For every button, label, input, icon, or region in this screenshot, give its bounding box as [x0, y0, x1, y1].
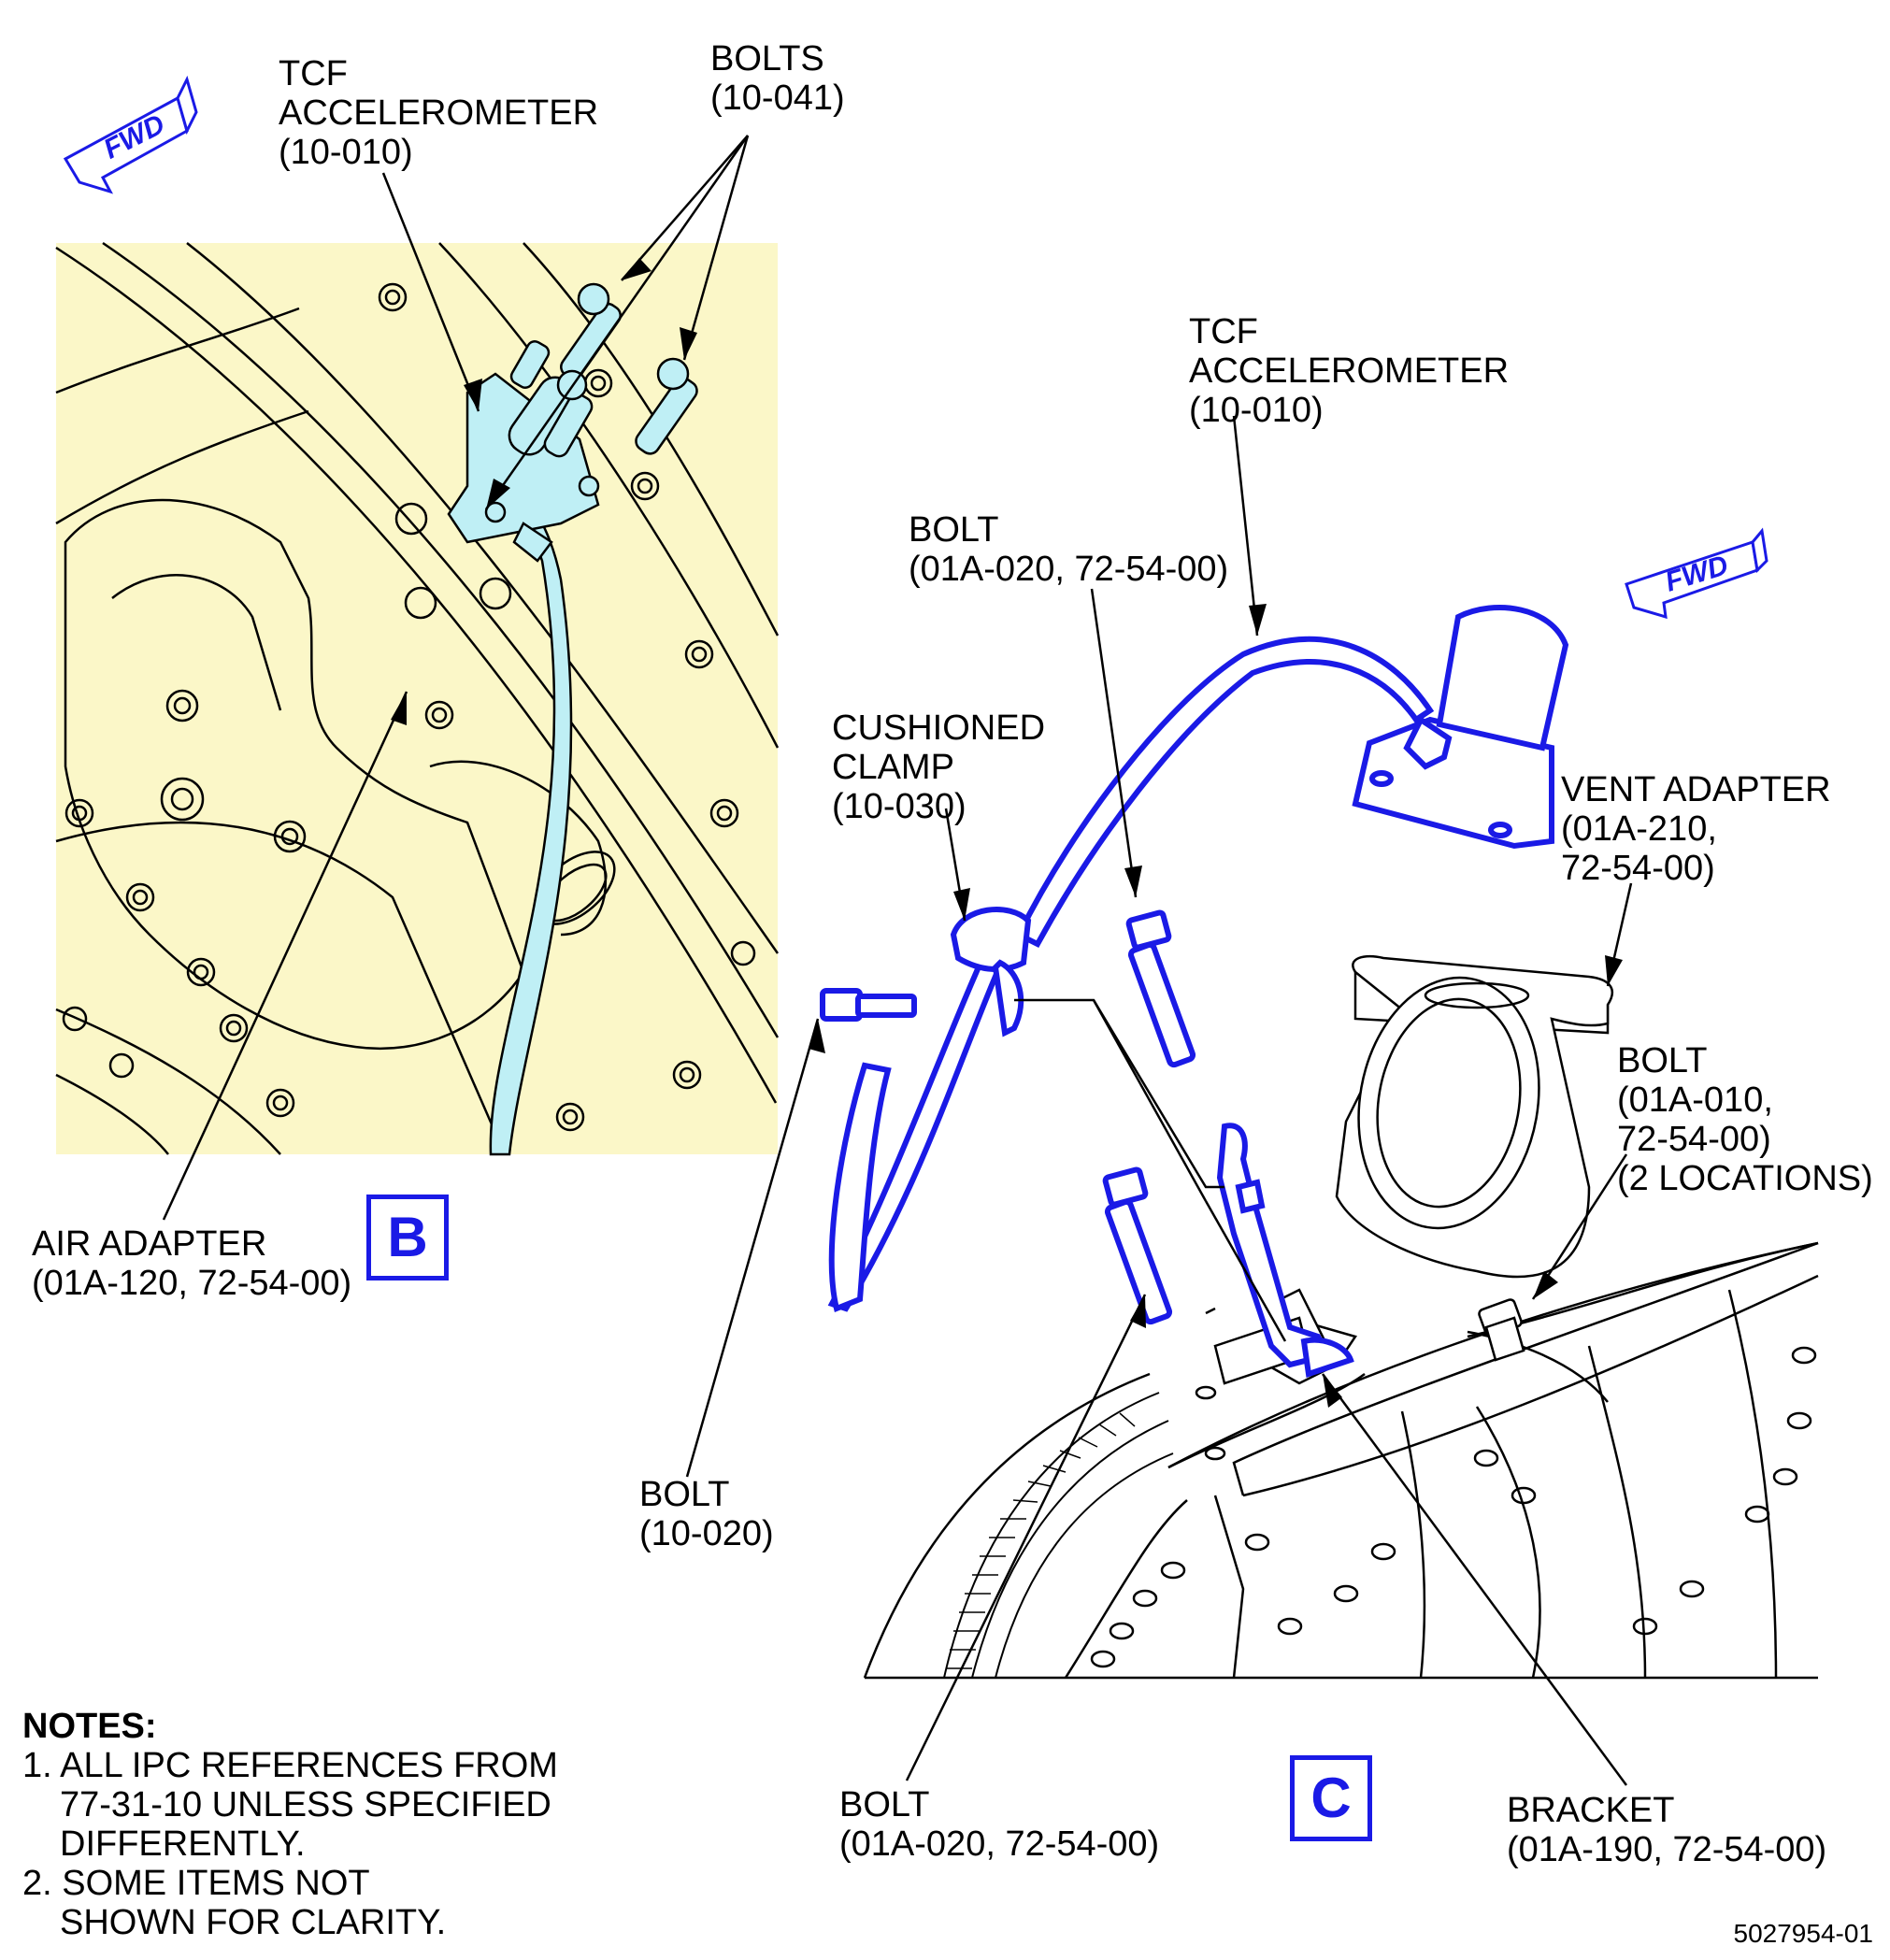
callout-line: (01A-010, [1617, 1080, 1773, 1120]
view-c-label: C [1290, 1755, 1372, 1841]
callout-b-air-adapter: AIR ADAPTER (01A-120, 72-54-00) [32, 1224, 351, 1303]
callout-line: BOLT [639, 1475, 730, 1514]
view-b-panel [55, 135, 780, 1221]
callout-b-bolts: BOLTS (10-041) [710, 39, 845, 118]
notes-title: NOTES: [22, 1707, 157, 1746]
view-c-arrowheads [809, 604, 1623, 1408]
callout-line: (2 LOCATIONS) [1617, 1159, 1873, 1198]
callout-line: BOLT [909, 510, 999, 550]
callout-c-vent-adapter: VENT ADAPTER (01A-210, 72-54-00) [1561, 770, 1831, 888]
view-b-background [56, 243, 778, 1154]
callout-line: (10-041) [710, 79, 845, 118]
view-b-label: B [366, 1195, 449, 1280]
callout-line: CLAMP [832, 748, 954, 787]
callout-line: BOLT [1617, 1041, 1708, 1080]
callout-c-bracket: BRACKET (01A-190, 72-54-00) [1507, 1791, 1826, 1869]
note-line: 77-31-10 UNLESS SPECIFIED [60, 1785, 551, 1824]
view-c-panel [685, 415, 1819, 1786]
note-1: 1. ALL IPC REFERENCES FROM 77-31-10 UNLE… [22, 1746, 558, 1864]
callout-line: (10-020) [639, 1514, 774, 1553]
callout-line: TCF [279, 54, 348, 93]
callout-c-tcf-accelerometer: TCF ACCELEROMETER (10-010) [1189, 312, 1509, 430]
callout-b-tcf-accelerometer: TCF ACCELEROMETER (10-010) [279, 54, 598, 172]
fwd-arrow-left: FWD [63, 75, 198, 194]
callout-line: (10-030) [832, 787, 966, 826]
callout-line: CUSHIONED [832, 708, 1046, 748]
callout-line: BOLT [839, 1785, 930, 1824]
callout-line: (01A-190, 72-54-00) [1507, 1830, 1827, 1869]
callout-line: 72-54-00) [1617, 1120, 1771, 1159]
callout-c-bolt-right: BOLT (01A-010, 72-54-00) (2 LOCATIONS) [1617, 1041, 1873, 1198]
callout-line: (01A-210, [1561, 809, 1717, 849]
note-line: DIFFERENTLY. [60, 1824, 306, 1864]
view-c-accelerometer-drawing [820, 605, 1569, 1378]
callout-line: ACCELEROMETER [1189, 351, 1510, 391]
note-line: 2. SOME ITEMS NOT [22, 1864, 370, 1903]
callout-c-bolt-left: BOLT (10-020) [639, 1475, 774, 1553]
callout-c-bolt-bottom: BOLT (01A-020, 72-54-00) [839, 1785, 1159, 1864]
callout-c-cushioned-clamp: CUSHIONED CLAMP (10-030) [832, 708, 1045, 826]
note-line: 1. ALL IPC REFERENCES FROM [22, 1746, 558, 1785]
callout-line: AIR ADAPTER [32, 1224, 267, 1264]
note-2: 2. SOME ITEMS NOT SHOWN FOR CLARITY. [22, 1864, 558, 1942]
callout-line: BOLTS [710, 39, 824, 79]
callout-line: (01A-120, 72-54-00) [32, 1264, 352, 1303]
vent-adapter-drawing [1335, 954, 1613, 1279]
callout-line: (10-010) [1189, 391, 1324, 430]
notes-block: NOTES: 1. ALL IPC REFERENCES FROM 77-31-… [22, 1707, 558, 1942]
callout-line: 72-54-00) [1561, 849, 1715, 888]
callout-line: BRACKET [1507, 1791, 1675, 1830]
note-line: SHOWN FOR CLARITY. [60, 1903, 447, 1942]
figure-id: 5027954-01 [1733, 1919, 1873, 1948]
callout-line: TCF [1189, 312, 1258, 351]
callout-line: (01A-020, 72-54-00) [909, 550, 1229, 589]
callout-c-bolt-top: BOLT (01A-020, 72-54-00) [909, 510, 1228, 589]
callout-line: VENT ADAPTER [1561, 770, 1831, 809]
callout-line: (10-010) [279, 133, 413, 172]
callout-line: ACCELEROMETER [279, 93, 599, 133]
callout-line: (01A-020, 72-54-00) [839, 1824, 1160, 1864]
view-b-leaders [162, 135, 750, 1221]
fwd-arrow-right: FWD [1625, 527, 1768, 620]
view-b-arrowheads [391, 258, 697, 725]
